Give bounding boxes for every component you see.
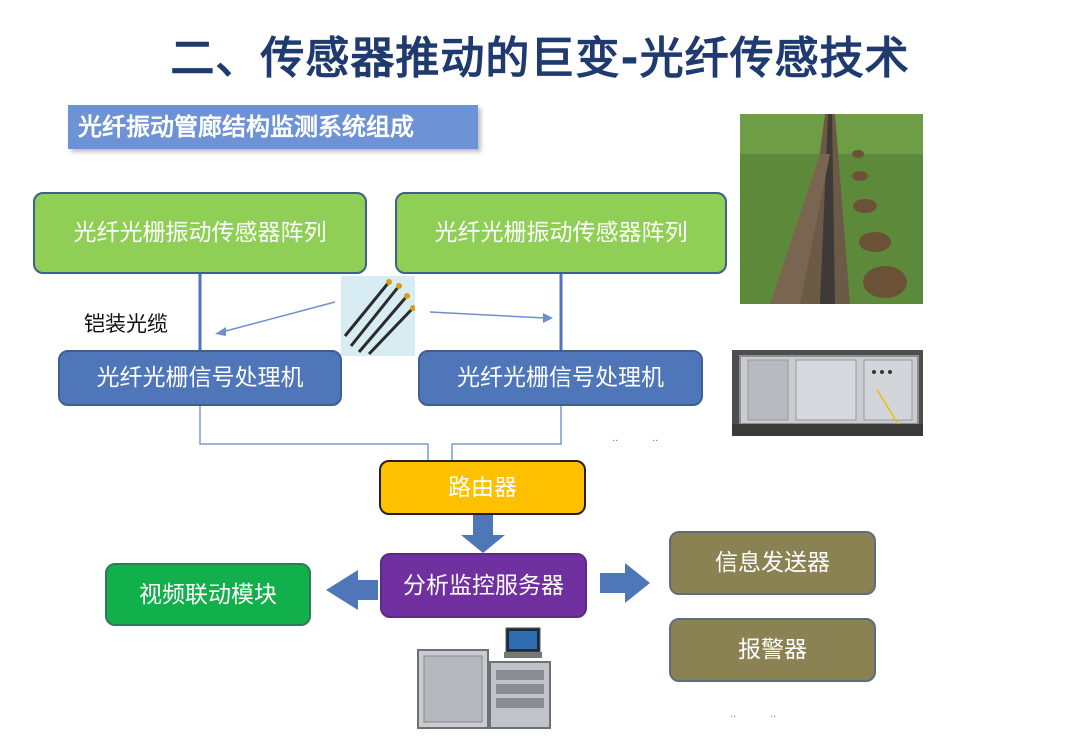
server-rack-photo — [414, 622, 554, 730]
arrow-router-to-server — [461, 515, 505, 553]
analysis-server-box: 分析监控服务器 — [380, 553, 587, 618]
analysis-server-label: 分析监控服务器 — [403, 572, 564, 599]
line-processor-right-to-router — [451, 406, 562, 460]
router-box: 路由器 — [379, 460, 586, 515]
armored-cable-label: 铠装光缆 — [84, 312, 168, 336]
arrow-server-to-video — [326, 570, 378, 610]
signal-processor-left: 光纤光栅信号处理机 — [58, 350, 342, 406]
equipment-cabinet-photo — [732, 350, 923, 436]
line-processor-left-to-router — [199, 406, 429, 460]
signal-processor-right: 光纤光栅信号处理机 — [418, 350, 703, 406]
cable-arrow-left — [221, 301, 336, 333]
section-subtitle: 光纤振动管廊结构监测系统组成 — [68, 105, 478, 149]
cable-arrowhead-left — [215, 327, 226, 336]
trench-photo — [740, 114, 923, 304]
cable-arrow-right — [429, 311, 546, 319]
video-linkage-module: 视频联动模块 — [105, 563, 311, 626]
page-title: 二、传感器推动的巨变-光纤传感技术 — [170, 33, 910, 84]
info-sender-box: 信息发送器 — [669, 531, 876, 595]
alarm-box: 报警器 — [669, 618, 876, 682]
cable-arrowhead-right — [543, 313, 553, 323]
sensor-array-left: 光纤光栅振动传感器阵列 — [33, 192, 367, 274]
fiber-optic-photo — [341, 276, 415, 356]
arrow-server-to-sender — [600, 563, 650, 603]
sensor-array-right: 光纤光栅振动传感器阵列 — [395, 192, 727, 274]
